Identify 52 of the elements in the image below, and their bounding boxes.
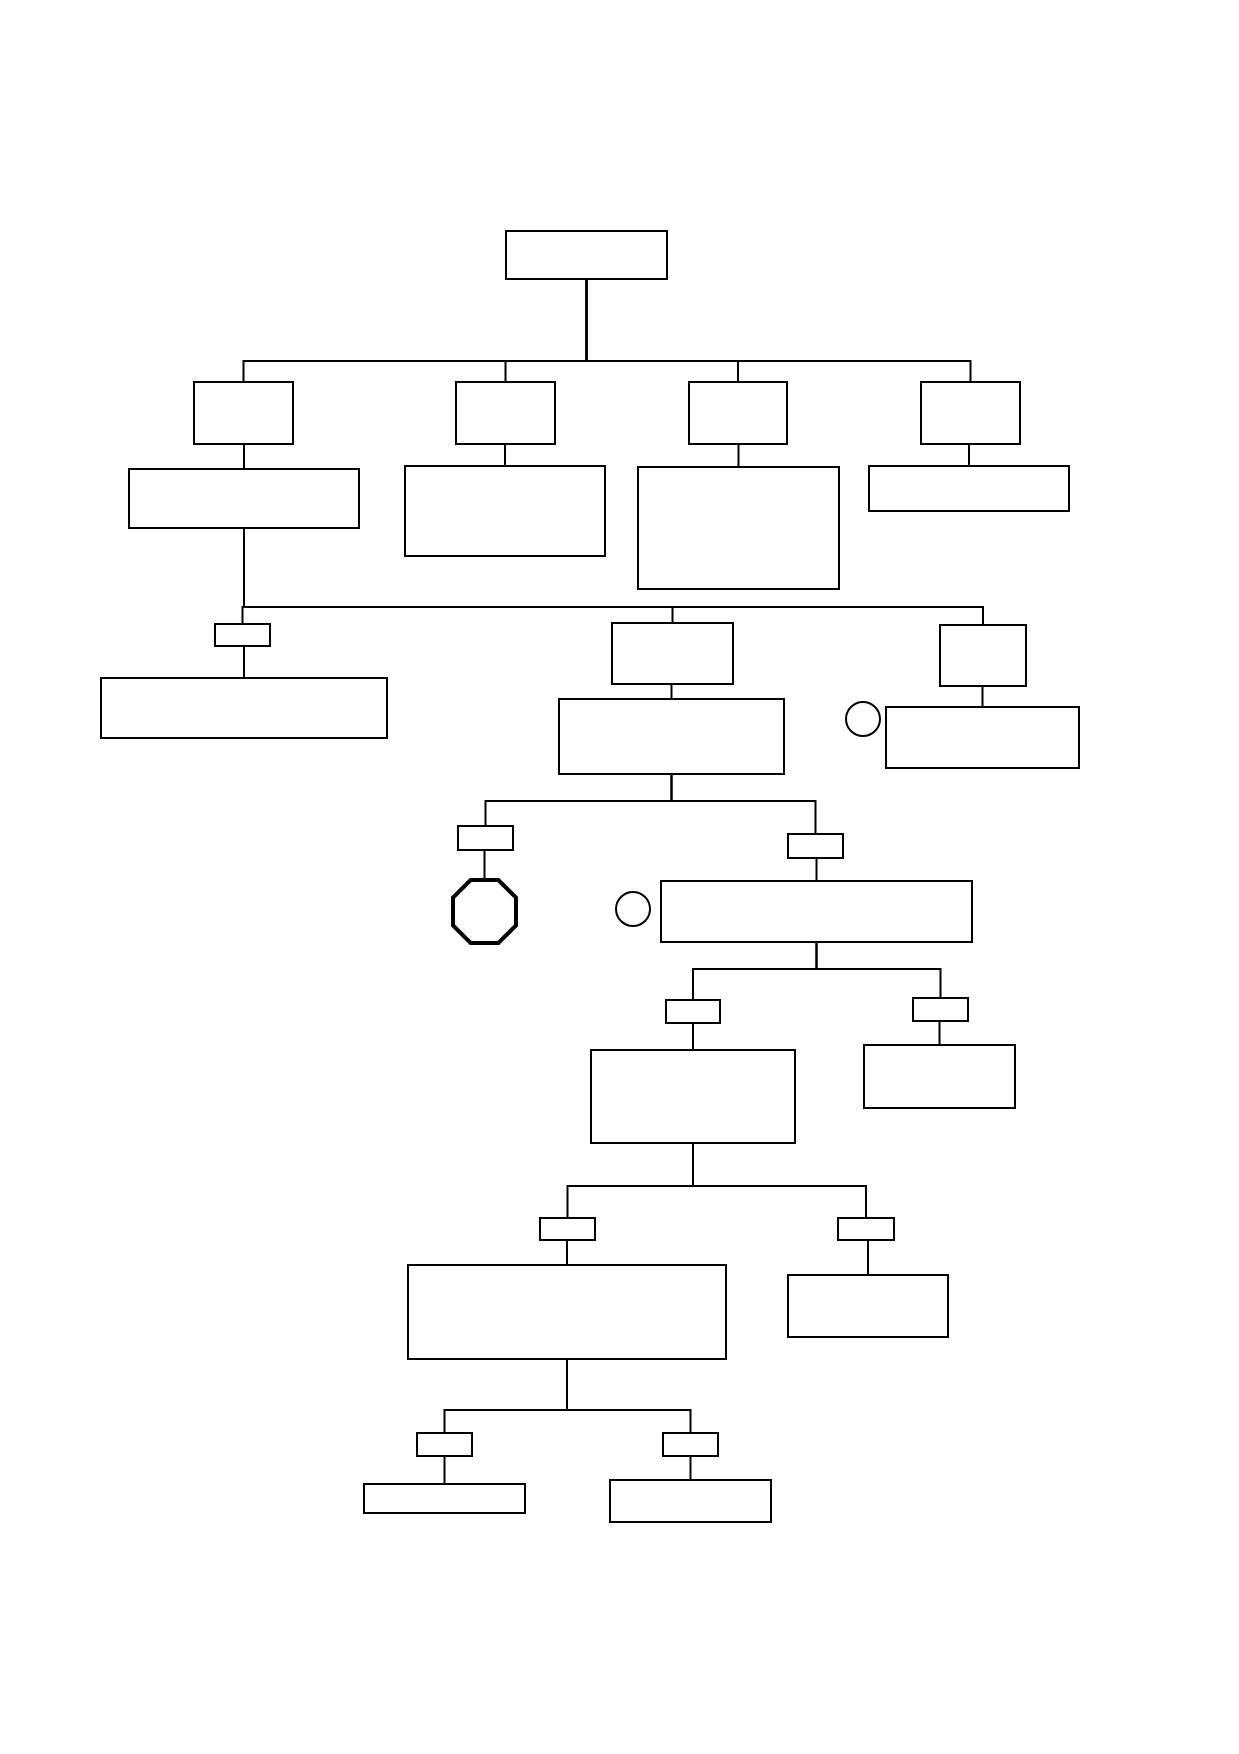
- org-chart-box: [457, 825, 514, 851]
- org-chart-box: [590, 1049, 796, 1144]
- connector-line: [243, 444, 245, 469]
- connector-line: [566, 1359, 692, 1433]
- connector-line: [566, 1240, 568, 1265]
- org-chart-box: [558, 698, 785, 775]
- connector-line: [483, 850, 486, 879]
- org-chart-box: [863, 1044, 1016, 1109]
- connector-line: [815, 858, 818, 881]
- org-chart-box: [407, 1264, 727, 1360]
- org-chart-box: [662, 1432, 719, 1457]
- octagon-node: [451, 878, 518, 945]
- org-chart-box: [665, 999, 721, 1024]
- org-chart-box: [920, 381, 1021, 445]
- connector-line: [670, 684, 673, 699]
- org-chart-box: [404, 465, 606, 557]
- connector-line: [815, 942, 942, 998]
- org-chart-box: [100, 677, 388, 739]
- org-chart-box: [868, 465, 1070, 512]
- org-chart-box: [885, 706, 1080, 769]
- org-chart-box: [688, 381, 788, 445]
- connector-line: [504, 444, 506, 466]
- org-chart-box: [611, 622, 734, 685]
- connector-line: [443, 1456, 446, 1484]
- connector-line: [968, 444, 970, 466]
- org-chart-box: [660, 880, 973, 943]
- connector-line: [585, 279, 972, 382]
- connector-line: [243, 646, 245, 678]
- org-chart-box: [128, 468, 360, 529]
- connector-line: [737, 444, 740, 467]
- org-chart-box: [214, 623, 271, 647]
- org-chart-box: [939, 624, 1027, 687]
- org-chart-box: [455, 381, 556, 445]
- org-chart-box: [505, 230, 668, 280]
- org-chart-box: [609, 1479, 772, 1523]
- connector-line: [243, 528, 984, 625]
- connector-line: [867, 1240, 869, 1275]
- org-chart-box: [363, 1483, 526, 1514]
- connector-line: [981, 686, 984, 707]
- connector-line: [938, 1021, 941, 1045]
- org-chart-box: [193, 381, 294, 445]
- org-chart-box: [787, 833, 844, 859]
- org-chart-box: [539, 1217, 596, 1241]
- connector-line: [692, 1023, 694, 1050]
- org-chart-box: [837, 1217, 895, 1241]
- connector-line: [670, 774, 817, 834]
- org-chart-box: [787, 1274, 949, 1338]
- connector-line: [692, 1143, 867, 1218]
- connector-line: [689, 1456, 692, 1480]
- org-chart-box: [637, 466, 840, 590]
- org-chart-box: [912, 997, 969, 1022]
- org-chart-box: [416, 1432, 473, 1457]
